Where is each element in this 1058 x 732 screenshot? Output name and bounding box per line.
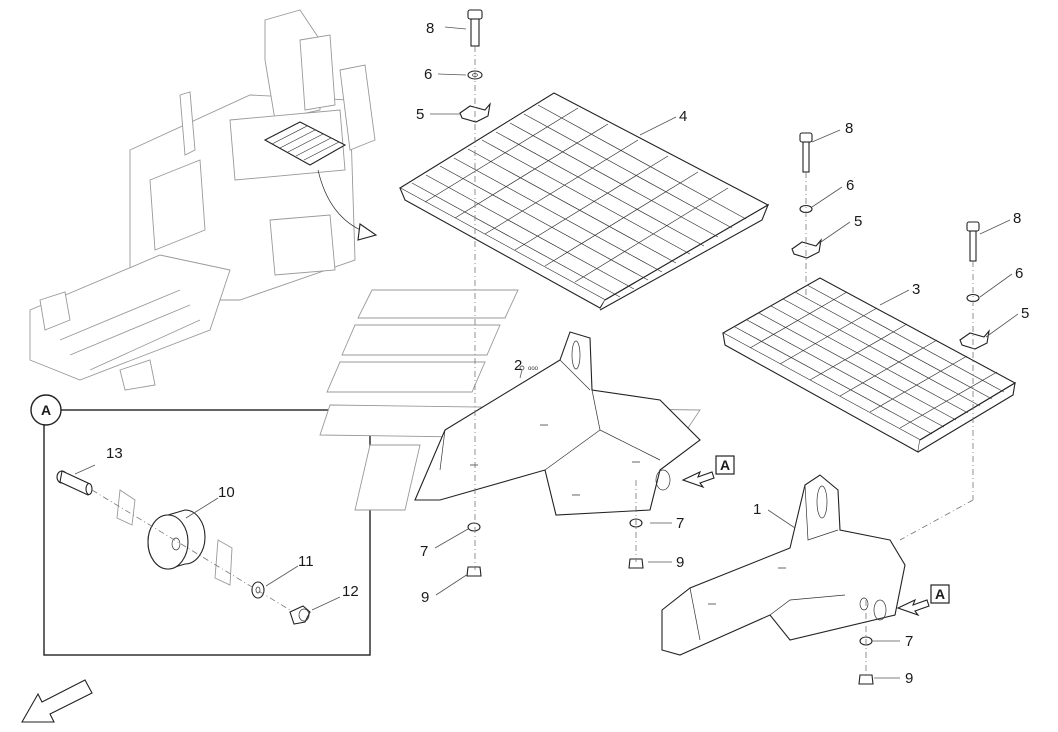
detail-view-a: A	[30, 394, 371, 656]
callout-5c: 5	[1021, 305, 1029, 322]
callout-1: 1	[753, 501, 761, 518]
callout-11: 11	[298, 553, 314, 570]
view-flag-label-1: A	[720, 457, 730, 473]
callout-5a: 5	[416, 106, 424, 123]
callout-7b: 7	[676, 515, 684, 532]
callout-9c: 9	[905, 670, 913, 687]
callout-3: 3	[912, 281, 920, 298]
support-bracket-2	[414, 331, 701, 516]
callout-4: 4	[679, 108, 687, 125]
callout-7a: 7	[420, 543, 428, 560]
callout-6b: 6	[846, 177, 854, 194]
callout-7c: 7	[905, 633, 913, 650]
view-flag-1: A	[681, 455, 735, 489]
callout-12: 12	[342, 583, 359, 600]
step-grating-3	[721, 277, 1017, 453]
detail-view-label: A	[41, 402, 51, 418]
view-flag-label-2: A	[935, 586, 945, 602]
callout-6c: 6	[1015, 265, 1023, 282]
view-flag-2: A	[896, 584, 950, 617]
callout-8a: 8	[426, 20, 434, 37]
direction-arrow	[21, 679, 93, 723]
support-bracket-1	[661, 474, 906, 656]
callout-8c: 8	[1013, 210, 1021, 227]
callout-labels: 8 6 5 4 8 6 5 8 6 5 3 2 ooo 1 7 9 7 9 7 …	[106, 20, 1029, 687]
callout-9a: 9	[421, 589, 429, 606]
leader-lines	[74, 26, 1019, 679]
pin-13	[56, 470, 93, 496]
callout-2: 2	[514, 357, 522, 374]
screw-12	[289, 605, 311, 625]
callout-5b: 5	[854, 213, 862, 230]
callout-10: 10	[218, 484, 235, 501]
callout-9b: 9	[676, 554, 684, 571]
roller-10	[147, 509, 206, 570]
detail-view-badge	[30, 394, 62, 426]
callout-8b: 8	[845, 120, 853, 137]
callout-6a: 6	[424, 66, 432, 83]
washer-11	[251, 581, 265, 599]
callout-13: 13	[106, 445, 123, 462]
alignment-lines	[474, 46, 974, 678]
machine-overview	[29, 9, 378, 391]
small-mark: ooo	[528, 366, 539, 372]
step-grating-4	[398, 92, 770, 311]
